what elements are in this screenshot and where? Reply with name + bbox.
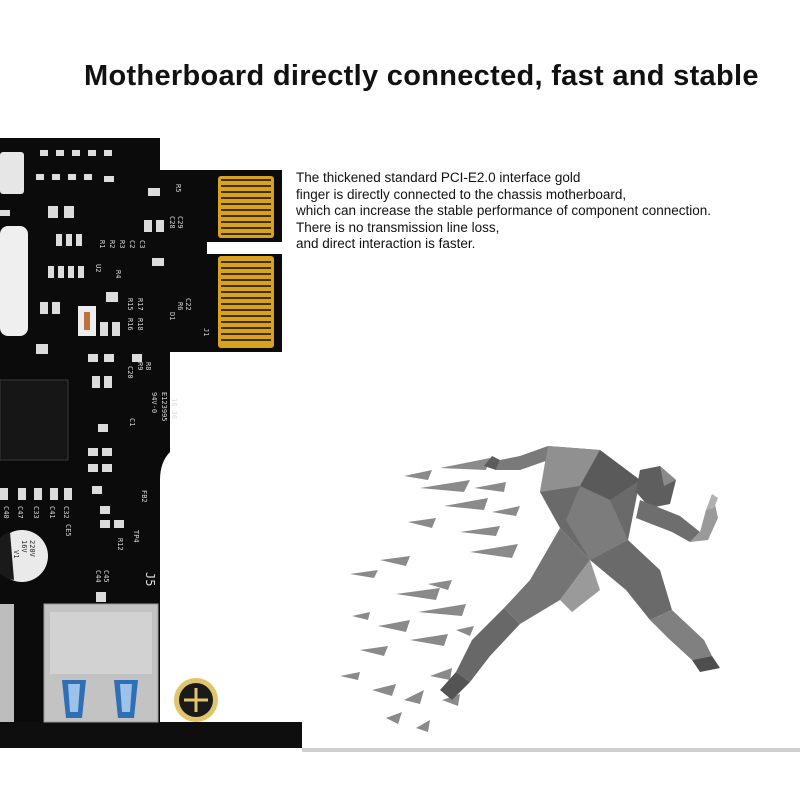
usb-ports (0, 603, 159, 723)
silk-label: U2 (94, 264, 102, 272)
silk-label: TP4 (132, 530, 140, 543)
silk-label: R3 (118, 240, 126, 248)
silk-label: R2 (108, 240, 116, 248)
gold-finger-block-bottom (218, 256, 274, 348)
silk-label: C2 (128, 240, 136, 248)
description-line: The thickened standard PCI-E2.0 interfac… (296, 170, 581, 185)
screw-icon (174, 678, 218, 722)
description-line: and direct interaction is faster. (296, 236, 476, 251)
component-oscillator (0, 226, 28, 336)
description-line: There is no transmission line loss, (296, 219, 500, 235)
silk-label: R18 (136, 318, 144, 331)
gold-fingers (218, 176, 274, 348)
usb-port-left (0, 604, 14, 722)
pcb-components: 220V 16V V1 (0, 150, 164, 602)
silk-label: CE5 (64, 524, 72, 537)
motion-fragments (340, 458, 520, 732)
silk-label: C40 (2, 506, 10, 519)
pcb-notch (207, 242, 282, 254)
silk-label: C32 (62, 506, 70, 519)
silk-label: R12 (116, 538, 124, 551)
silk-marking-94v0: 94V-0 (150, 392, 158, 413)
silk-label: R17 (136, 298, 144, 311)
component-crystal (0, 152, 24, 194)
silk-label: C20 (126, 366, 134, 379)
silkscreen-labels: R5 C28 C29 R1 R2 R3 R4 C2 C3 U2 R15 R17 … (2, 184, 210, 586)
silk-label: C33 (32, 506, 40, 519)
capacitor-rating-16v: 16V (20, 540, 28, 553)
capacitor-rating-220v: 220V (28, 540, 36, 558)
silk-label: R1 (98, 240, 106, 248)
silk-label: C47 (16, 506, 24, 519)
silk-label: D1 (168, 312, 176, 320)
description: The thickened standard PCI-E2.0 interfac… (296, 170, 796, 253)
silk-label: C41 (48, 506, 56, 519)
silk-label: C28 (168, 216, 176, 229)
headline: Motherboard directly connected, fast and… (84, 60, 759, 92)
silk-label: R15 (126, 298, 134, 311)
metal-bracket (0, 722, 800, 752)
pcb-board (0, 138, 282, 722)
capacitor-rating-v1: V1 (12, 550, 20, 558)
silk-label: C44 (94, 570, 102, 583)
description-line: which can increase the stable performanc… (296, 203, 711, 218)
silk-label: R6 (176, 302, 184, 310)
silk-label: C29 (176, 216, 184, 229)
bracket-bar (0, 722, 302, 748)
silk-label: C1 (128, 418, 136, 426)
silk-label: R8 (144, 362, 152, 370)
silk-label: C3 (138, 240, 146, 248)
silk-label: R9 (136, 362, 144, 370)
runner-figure (440, 446, 720, 700)
silk-label: C22 (184, 298, 192, 311)
component-controller-chip (0, 379, 69, 461)
silk-marking-e123995: E123995 (160, 392, 168, 422)
silk-marking-date: 16 36 (170, 398, 178, 419)
silk-label: FB2 (140, 490, 148, 503)
description-line: finger is directly connected to the chas… (296, 186, 627, 202)
silk-label: J1 (202, 328, 210, 336)
silk-connector-j5: J5 (143, 572, 157, 586)
silk-label: C45 (102, 570, 110, 583)
silk-label: R4 (114, 270, 122, 278)
bracket-rail (302, 748, 800, 752)
silk-label: R5 (174, 184, 182, 192)
silk-label: R16 (126, 318, 134, 331)
